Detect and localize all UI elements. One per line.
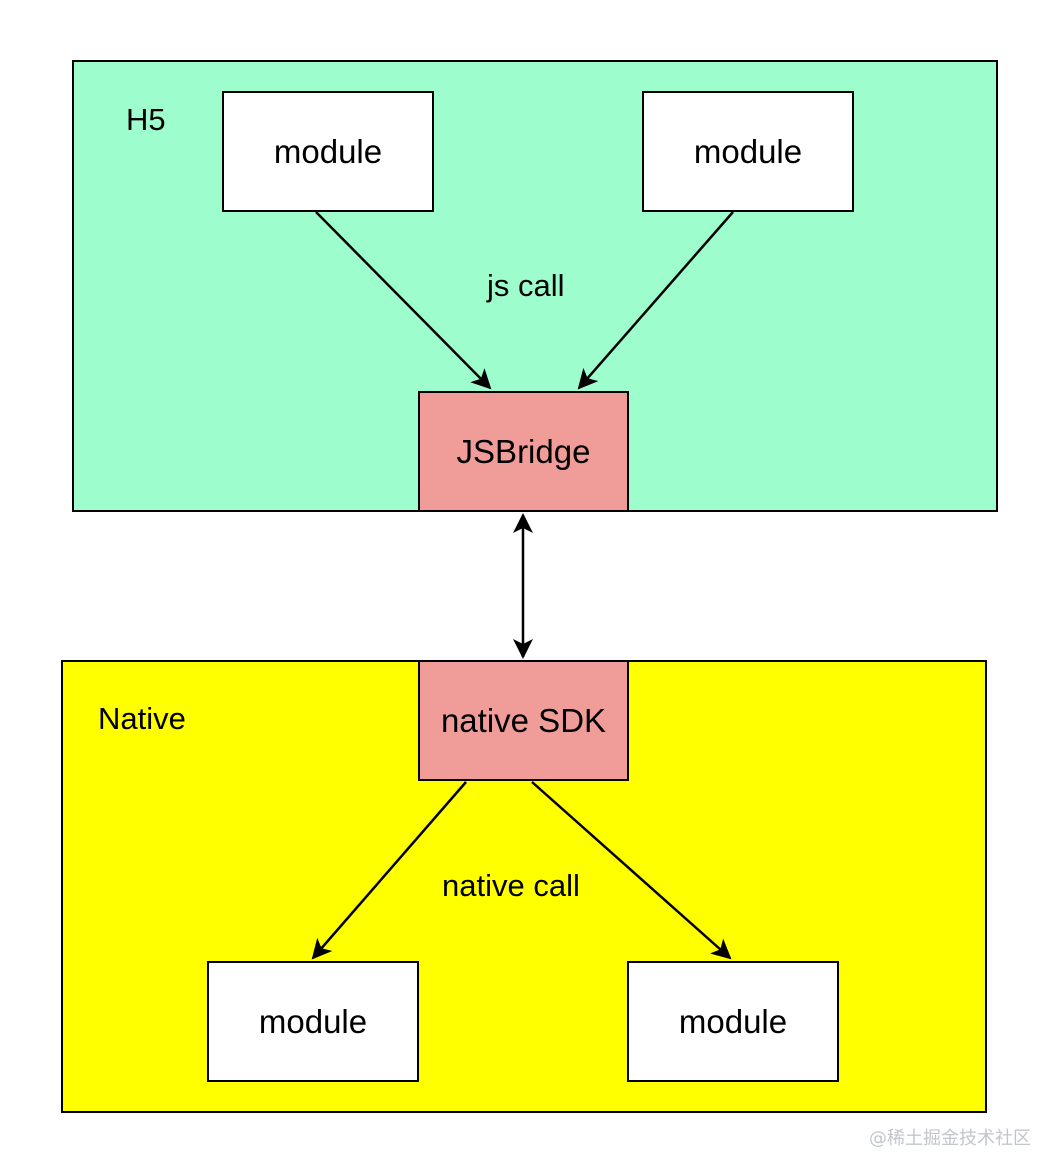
h5-module-left: module xyxy=(222,91,434,212)
native-module-right: module xyxy=(627,961,839,1082)
native-sdk-box: native SDK xyxy=(418,660,629,781)
native-call-label: native call xyxy=(442,868,580,903)
native-module-left: module xyxy=(207,961,419,1082)
jsbridge-box: JSBridge xyxy=(418,391,629,512)
js-call-label: js call xyxy=(487,268,565,303)
watermark: @稀土掘金技术社区 xyxy=(869,1128,1031,1149)
h5-layer-label: H5 xyxy=(126,102,166,137)
h5-module-right: module xyxy=(642,91,854,212)
native-layer-label: Native xyxy=(98,701,186,736)
